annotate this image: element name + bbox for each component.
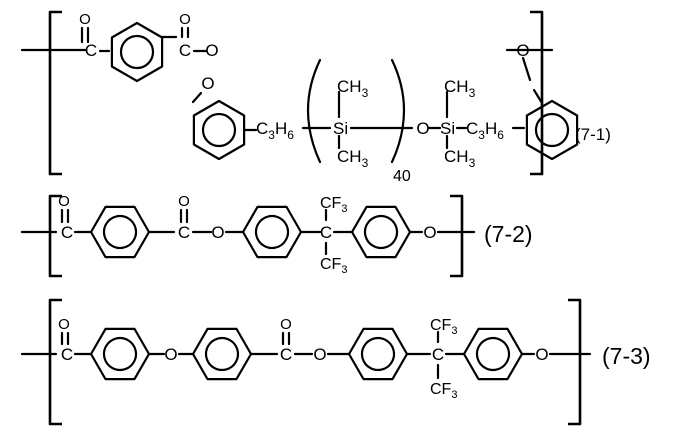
carbonyl-carbon-label: C [280,345,292,364]
quaternary-carbon-label: C [320,223,332,242]
carbonyl-carbon-label: C [85,41,97,60]
ether-oxygen-label: O [423,223,436,242]
carbonyl-oxygen-label: O [179,11,191,28]
siloxane-oxygen-label: O [416,119,429,138]
structure-7-1: O C O C O O C3H6 Si CH3 [22,11,611,185]
benzene-ring [345,194,417,269]
carbonyl-oxygen-label: O [58,193,70,210]
carbonyl-carbon-label: C [61,345,73,364]
right-bracket [568,300,580,424]
quaternary-carbon-label: C [432,345,444,364]
repeat-unit-left-paren [308,60,320,162]
compound-label: (7-1) [575,125,611,144]
ether-oxygen-label: O [164,345,177,364]
bond [523,58,530,80]
carbonyl-carbon-label: C [61,223,73,242]
ester-oxygen-label: O [211,223,224,242]
benzene-ring [84,316,156,391]
benzene-ring [236,194,308,269]
methyl-label: CH3 [337,77,369,100]
trifluoromethyl-label: CF3 [430,381,457,401]
propylene-label: C3H6 [466,119,504,142]
propylene-label: C3H6 [256,119,294,142]
trifluoromethyl-label: CF3 [430,317,457,337]
repeat-unit-right-paren [392,60,404,162]
carbonyl-oxygen-label: O [58,316,70,333]
carbonyl-oxygen-label: O [79,11,91,28]
benzene-ring [527,101,577,159]
left-bracket [50,12,62,174]
carbonyl-carbon-label: C [178,223,190,242]
carbonyl-oxygen-label: O [178,193,190,210]
carbonyl-carbon-label: C [179,41,191,60]
carbonyl-oxygen-label: O [280,316,292,333]
right-bracket [450,196,462,276]
ring-oxygen-label: O [201,74,214,93]
benzene-ring [194,101,244,159]
benzene-ring [84,194,156,269]
methyl-label: CH3 [337,147,369,170]
ether-oxygen-label: O [535,345,548,364]
benzene-ring [112,23,162,81]
bond [193,93,201,102]
benzene-ring [457,316,529,391]
benzene-ring [342,316,414,391]
compound-label: (7-2) [484,221,533,247]
compound-label: (7-3) [602,343,651,369]
silicon-label: Si [333,119,348,138]
trifluoromethyl-label: CF3 [320,195,347,215]
benzene-ring [186,316,258,391]
ester-oxygen-label: O [313,345,326,364]
structure-7-2: O C O C O C CF3 CF3 O (7-2) [22,193,533,276]
repeat-count: 40 [393,168,411,185]
structure-7-3: O C O O C O C CF3 CF3 O (7-3) [22,300,651,424]
methyl-label: CH3 [444,147,476,170]
ester-oxygen-label: O [205,41,218,60]
trifluoromethyl-label: CF3 [320,256,347,276]
methyl-label: CH3 [444,77,476,100]
